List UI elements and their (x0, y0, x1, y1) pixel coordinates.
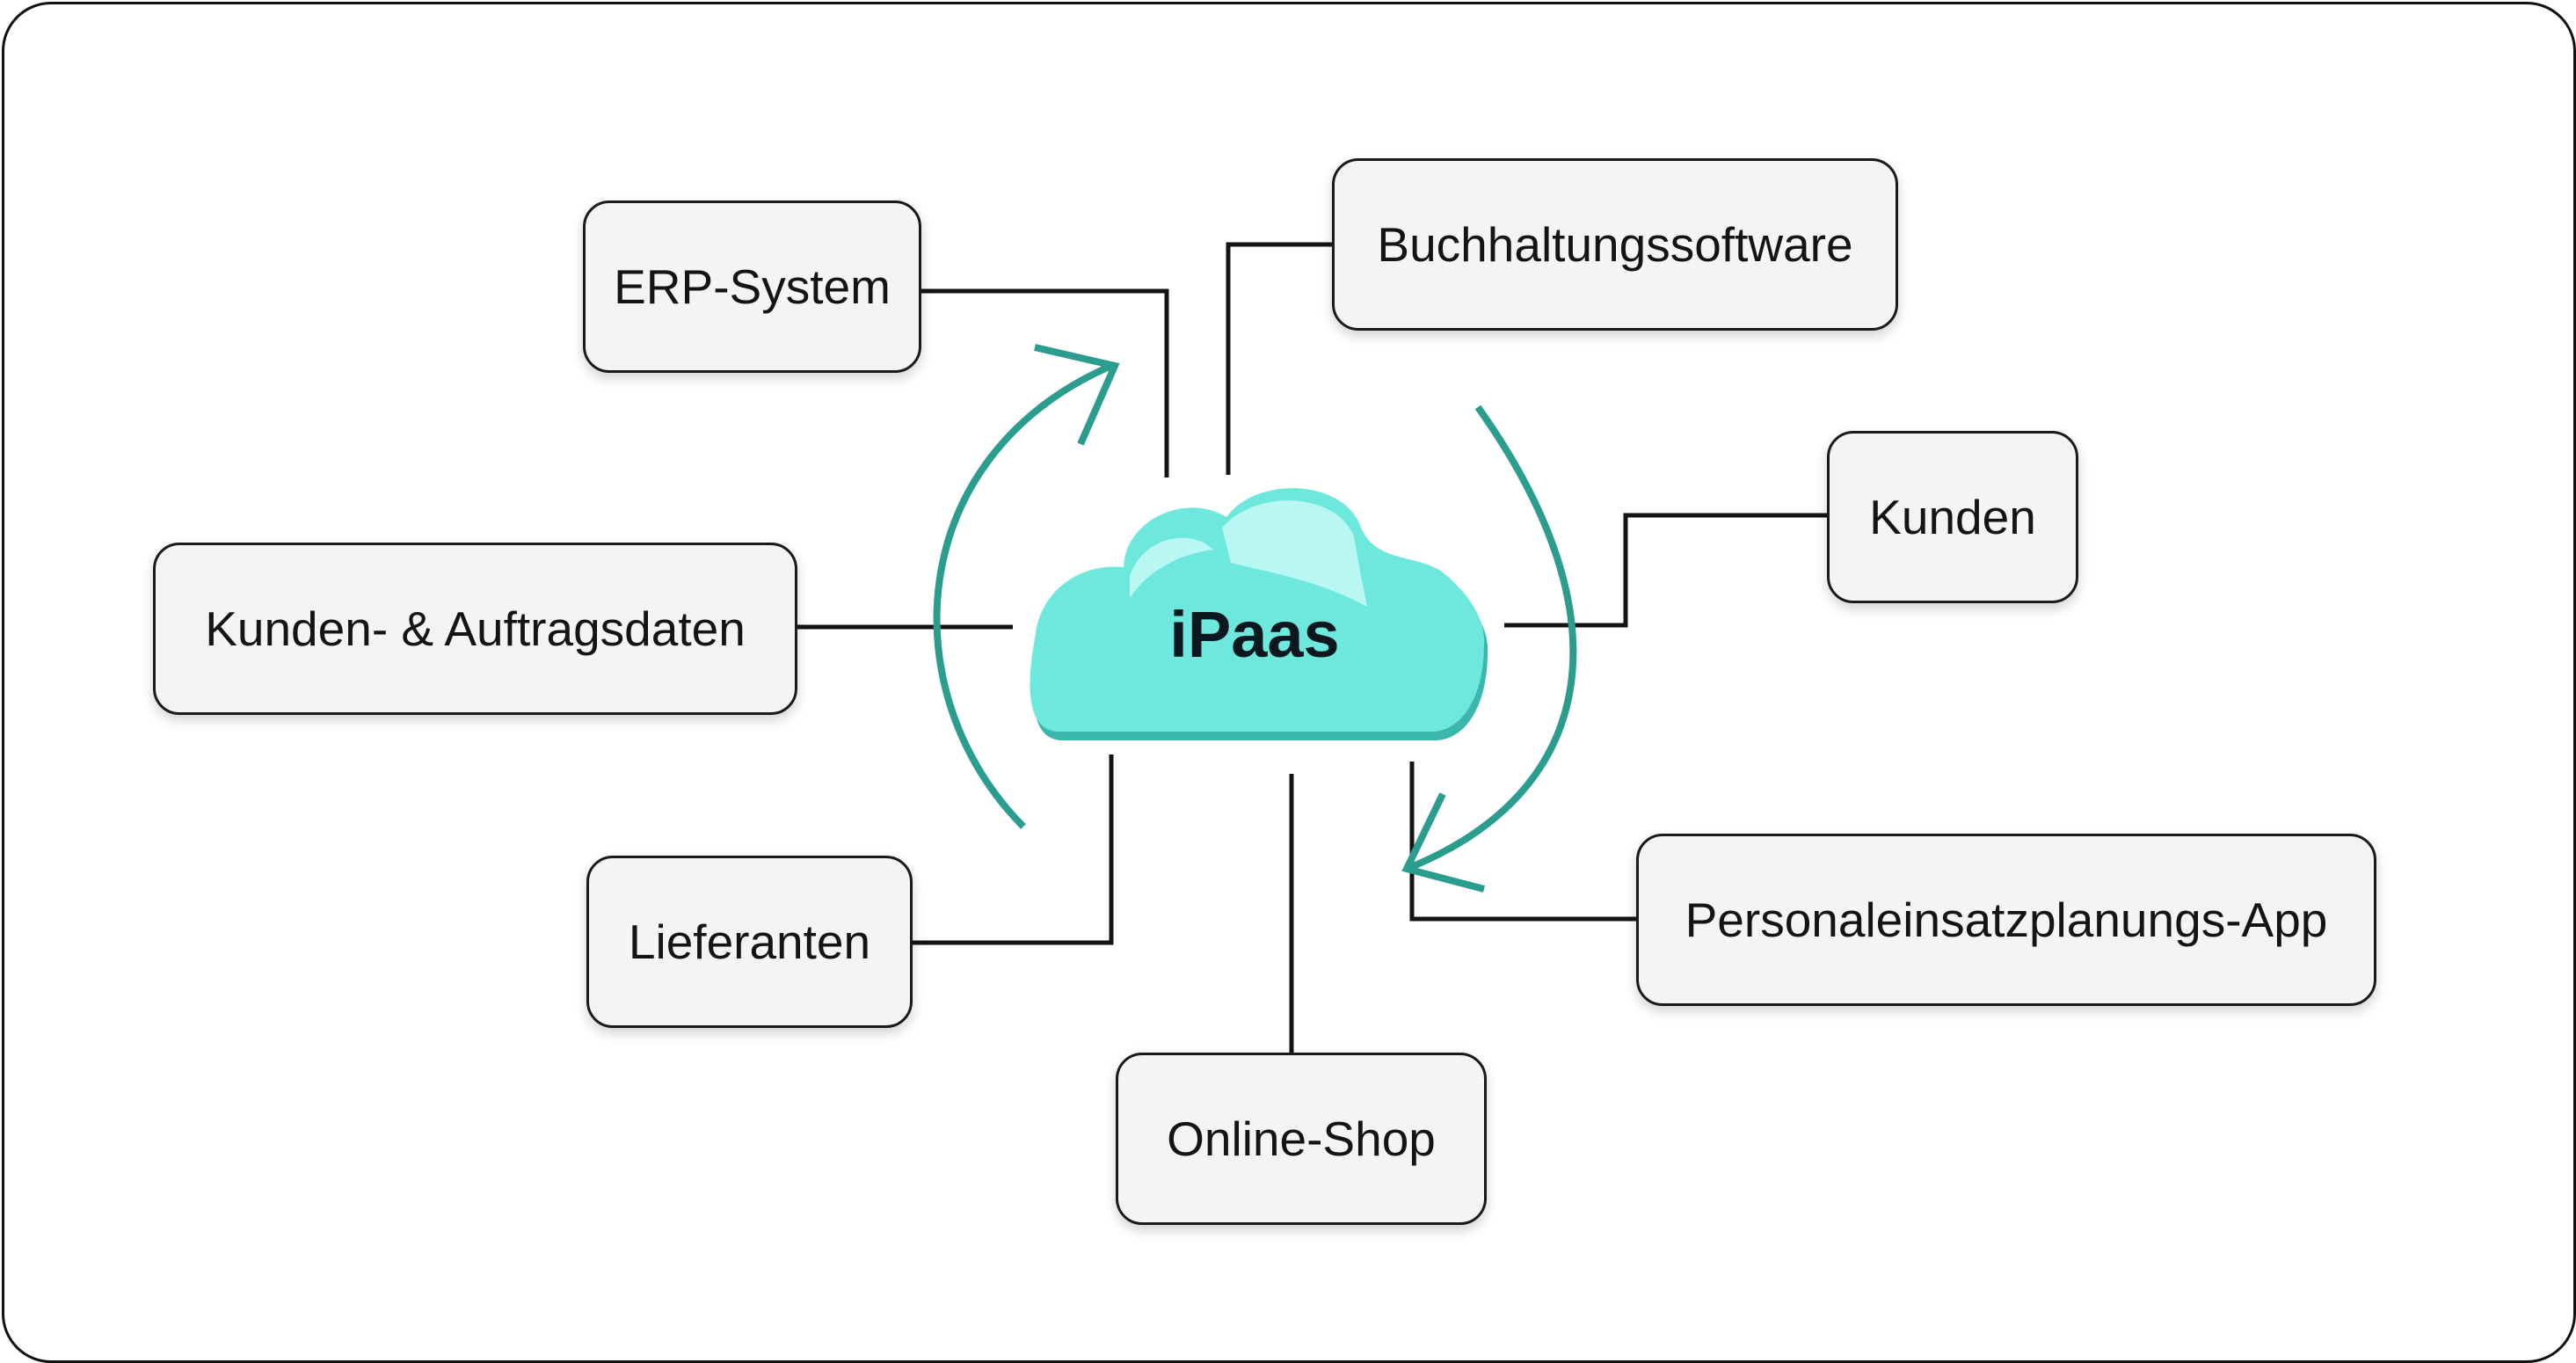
connector-lieferanten (912, 754, 1114, 945)
sync-arrow-left (933, 362, 1113, 829)
sync-arrow-right (1405, 405, 1577, 872)
node-personaleinsatzplanungs-app: Personaleinsatzplanungs-App (1636, 834, 2376, 1006)
cloud-highlight-left (1130, 537, 1213, 598)
node-erp-system: ERP-System (583, 200, 921, 373)
arrowhead-left (1034, 344, 1120, 446)
connector-personaleinsatz (1409, 762, 1638, 922)
node-buchhaltungssoftware: Buchhaltungssoftware (1332, 158, 1898, 331)
node-online-shop: Online-Shop (1116, 1053, 1487, 1225)
connector-kunden (1504, 513, 1829, 628)
arrowhead-right (1401, 792, 1486, 893)
node-kunden: Kunden (1827, 431, 2078, 603)
cloud-body (1030, 488, 1485, 732)
ipaas-label: iPaas (1169, 597, 1340, 671)
node-kunden-auftragsdaten: Kunden- & Auftragsdaten (153, 543, 797, 715)
cloud-highlight (1222, 500, 1367, 607)
connector-buchhaltung (1226, 242, 1333, 475)
node-lieferanten: Lieferanten (586, 856, 913, 1028)
ipaas-cloud (1030, 488, 1488, 740)
connector-erp (921, 288, 1169, 477)
